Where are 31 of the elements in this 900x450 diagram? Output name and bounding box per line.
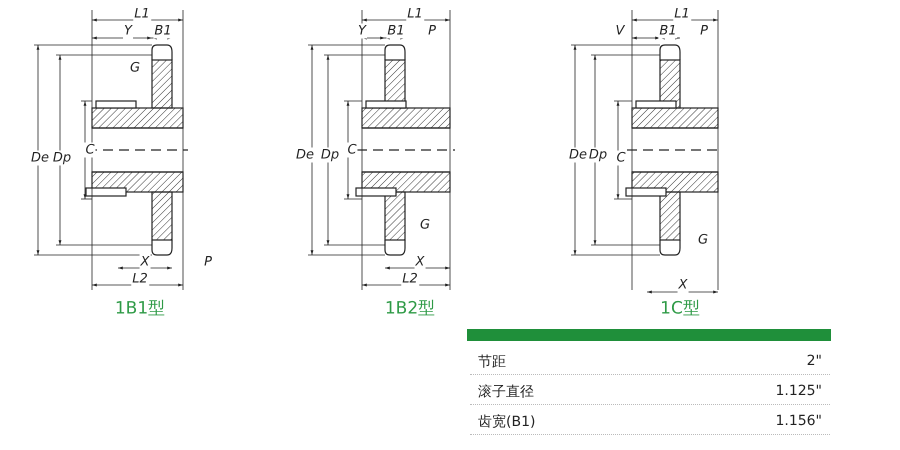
dimension-label: C bbox=[84, 142, 96, 158]
dimension-label: B1 bbox=[153, 24, 173, 38]
dimension-label: Dp bbox=[320, 148, 340, 162]
dimension-label: L1 bbox=[133, 6, 151, 22]
dimension-label: Dp bbox=[588, 148, 608, 162]
dimension-label: De bbox=[30, 150, 50, 166]
dimension-label: De bbox=[568, 148, 588, 162]
dimension-label: Dp bbox=[52, 150, 72, 166]
dimension-label: B1 bbox=[386, 24, 406, 38]
dimension-label: Y bbox=[357, 24, 367, 38]
drawing-caption: 1B2型 bbox=[384, 300, 436, 318]
dimension-label: L2 bbox=[131, 272, 149, 286]
dimension-label: X bbox=[414, 254, 426, 270]
spec-value: 1.156" bbox=[775, 413, 822, 429]
dimension-label: L2 bbox=[401, 272, 419, 286]
dimension-label: B1 bbox=[658, 24, 678, 38]
spec-name: 滚子直径 bbox=[478, 383, 534, 401]
dimension-label: De bbox=[295, 148, 315, 162]
spec-value: 1.125" bbox=[775, 383, 822, 399]
drawing-caption: 1B1型 bbox=[114, 300, 166, 318]
dimension-label: C bbox=[346, 142, 358, 158]
spec-name: 节距 bbox=[478, 353, 506, 371]
dimension-label: L1 bbox=[673, 6, 691, 22]
drawing-caption: 1C型 bbox=[660, 300, 700, 318]
dimension-label: L1 bbox=[406, 6, 424, 22]
dimension-label: X bbox=[678, 278, 688, 292]
spec-value: 2" bbox=[806, 353, 822, 369]
dimension-label: C bbox=[615, 150, 627, 166]
dimension-label: X bbox=[140, 254, 150, 270]
dimension-label: Y bbox=[123, 24, 133, 38]
spec-name: 齿宽(B1) bbox=[478, 413, 536, 431]
